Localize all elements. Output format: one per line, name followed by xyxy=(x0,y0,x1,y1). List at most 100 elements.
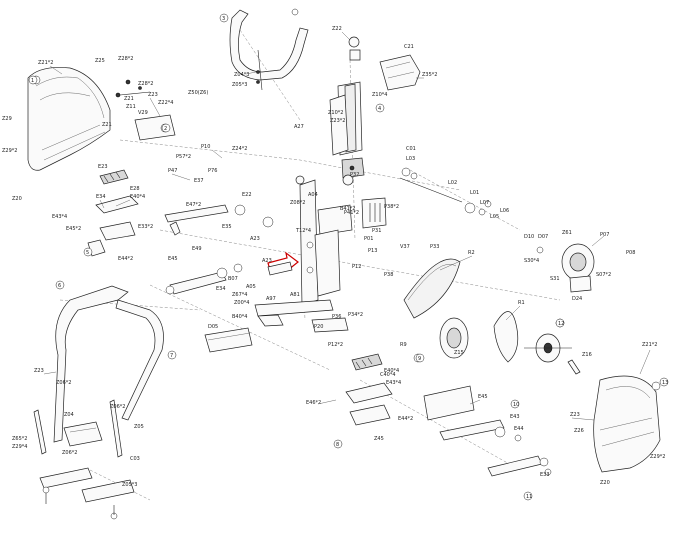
part-label: P41*2 xyxy=(344,210,359,216)
part-label: Z29*2 xyxy=(650,454,665,460)
axle-l02 xyxy=(399,167,492,216)
part-label: Z11 xyxy=(126,104,136,110)
callout-label: 11 xyxy=(526,494,532,500)
part-label: Z67*4 xyxy=(232,292,247,298)
part-label: L02 xyxy=(448,180,457,186)
part-label: D24 xyxy=(572,296,582,302)
part-label: Z20 xyxy=(12,196,22,202)
callout-circles: 1 2 3 4 5 6 7 8 9 10 11 12 13 xyxy=(28,13,668,501)
part-label: R9 xyxy=(400,342,407,348)
part-label: B41*2 xyxy=(340,206,355,212)
part-label: D05 xyxy=(208,324,218,330)
part-label: L03 xyxy=(406,156,415,162)
part-label: L01 xyxy=(470,190,479,196)
callout-label: 2 xyxy=(164,126,167,132)
part-label: L06 xyxy=(500,208,509,214)
part-label: E45 xyxy=(478,394,488,400)
callout-label: 9 xyxy=(418,356,421,362)
part-label: E40*4 xyxy=(384,368,399,374)
part-label: Z26 xyxy=(574,428,584,434)
part-label: C40*4 xyxy=(380,372,396,378)
part-label: A23 xyxy=(250,236,260,242)
part-label: P36 xyxy=(332,314,341,320)
part-label: P47 xyxy=(168,168,177,174)
part-label: Z20 xyxy=(600,480,610,486)
part-label: Z28*2 xyxy=(138,81,153,87)
centre-frame xyxy=(254,174,387,333)
left-pedal-upper xyxy=(87,169,274,257)
part-label: Z06*2 xyxy=(110,404,125,410)
left-side-cover xyxy=(27,67,111,171)
part-label: Z04 xyxy=(64,412,74,418)
part-label: P31 xyxy=(372,228,381,234)
part-label: E43*4 xyxy=(52,214,67,220)
part-label: A04 xyxy=(308,192,318,198)
part-label: R2 xyxy=(468,250,475,256)
part-label: Z23 xyxy=(34,368,44,374)
part-label: E35 xyxy=(222,224,232,230)
part-label: E34 xyxy=(96,194,106,200)
part-label: Z29*4 xyxy=(12,444,27,450)
part-label: P34*2 xyxy=(348,312,363,318)
console xyxy=(348,36,421,91)
part-label: P08 xyxy=(626,250,635,256)
part-label: P13 xyxy=(368,248,377,254)
part-label: Z10*2 xyxy=(328,110,343,116)
part-label: Z61 xyxy=(562,230,572,236)
part-label: P32 xyxy=(350,172,359,178)
callout-label: 7 xyxy=(170,353,173,359)
part-label: Z15 xyxy=(454,350,464,356)
part-label: Z08*2 xyxy=(290,200,305,206)
part-label: Z22 xyxy=(332,26,342,32)
part-label: E45 xyxy=(168,256,178,262)
lower-cover xyxy=(204,327,253,353)
drive-pulley-assembly xyxy=(403,258,581,375)
left-crank-arm xyxy=(165,261,293,295)
part-label: Z00*4 xyxy=(234,300,249,306)
part-label: E33*2 xyxy=(138,224,153,230)
leader-lines xyxy=(43,31,651,421)
part-label: E44 xyxy=(514,426,524,432)
callout-label: 10 xyxy=(513,402,519,408)
part-label: Z23*2 xyxy=(330,118,345,124)
part-label: Z05 xyxy=(134,424,144,430)
part-label: E46*2 xyxy=(306,400,321,406)
part-label: T12*4 xyxy=(295,228,311,234)
part-label: E44*2 xyxy=(398,416,413,422)
part-label: Z45 xyxy=(374,436,384,442)
part-label: E40*4 xyxy=(130,194,145,200)
part-label: P10 xyxy=(201,144,210,150)
part-label: P12 xyxy=(352,264,361,270)
part-label: C03 xyxy=(130,456,140,462)
part-label: P07 xyxy=(600,232,609,238)
part-label: E37 xyxy=(194,178,204,184)
part-label: Z25 xyxy=(95,58,105,64)
part-label: R1 xyxy=(518,300,525,306)
part-label: P38 xyxy=(384,272,393,278)
part-label: C01 xyxy=(406,146,416,152)
part-label: A23 xyxy=(262,258,272,264)
callout-label: 8 xyxy=(336,442,339,448)
part-label: Z06*2 xyxy=(62,450,77,456)
part-label: E22 xyxy=(242,192,252,198)
part-label: E43*4 xyxy=(386,380,401,386)
right-pedal-lower xyxy=(345,353,552,477)
part-label: Z24*2 xyxy=(232,146,247,152)
part-label: A27 xyxy=(294,124,304,130)
part-label: Z06*2 xyxy=(56,380,71,386)
part-label: A81 xyxy=(290,292,300,298)
part-label: L07 xyxy=(480,200,489,206)
right-side-cover xyxy=(593,375,661,473)
part-label: Z23 xyxy=(148,92,158,98)
part-label: Z23 xyxy=(570,412,580,418)
part-label: Z10*4 xyxy=(372,92,387,98)
part-label: Z28*2 xyxy=(118,56,133,62)
part-label: Z21*2 xyxy=(642,342,657,348)
part-label: A97 xyxy=(266,296,276,302)
part-label: S31 xyxy=(550,276,560,282)
part-label: Z22*4 xyxy=(158,100,173,106)
lower-left-handlebars xyxy=(33,285,164,520)
part-label: E23 xyxy=(98,164,108,170)
part-label: E49 xyxy=(192,246,202,252)
